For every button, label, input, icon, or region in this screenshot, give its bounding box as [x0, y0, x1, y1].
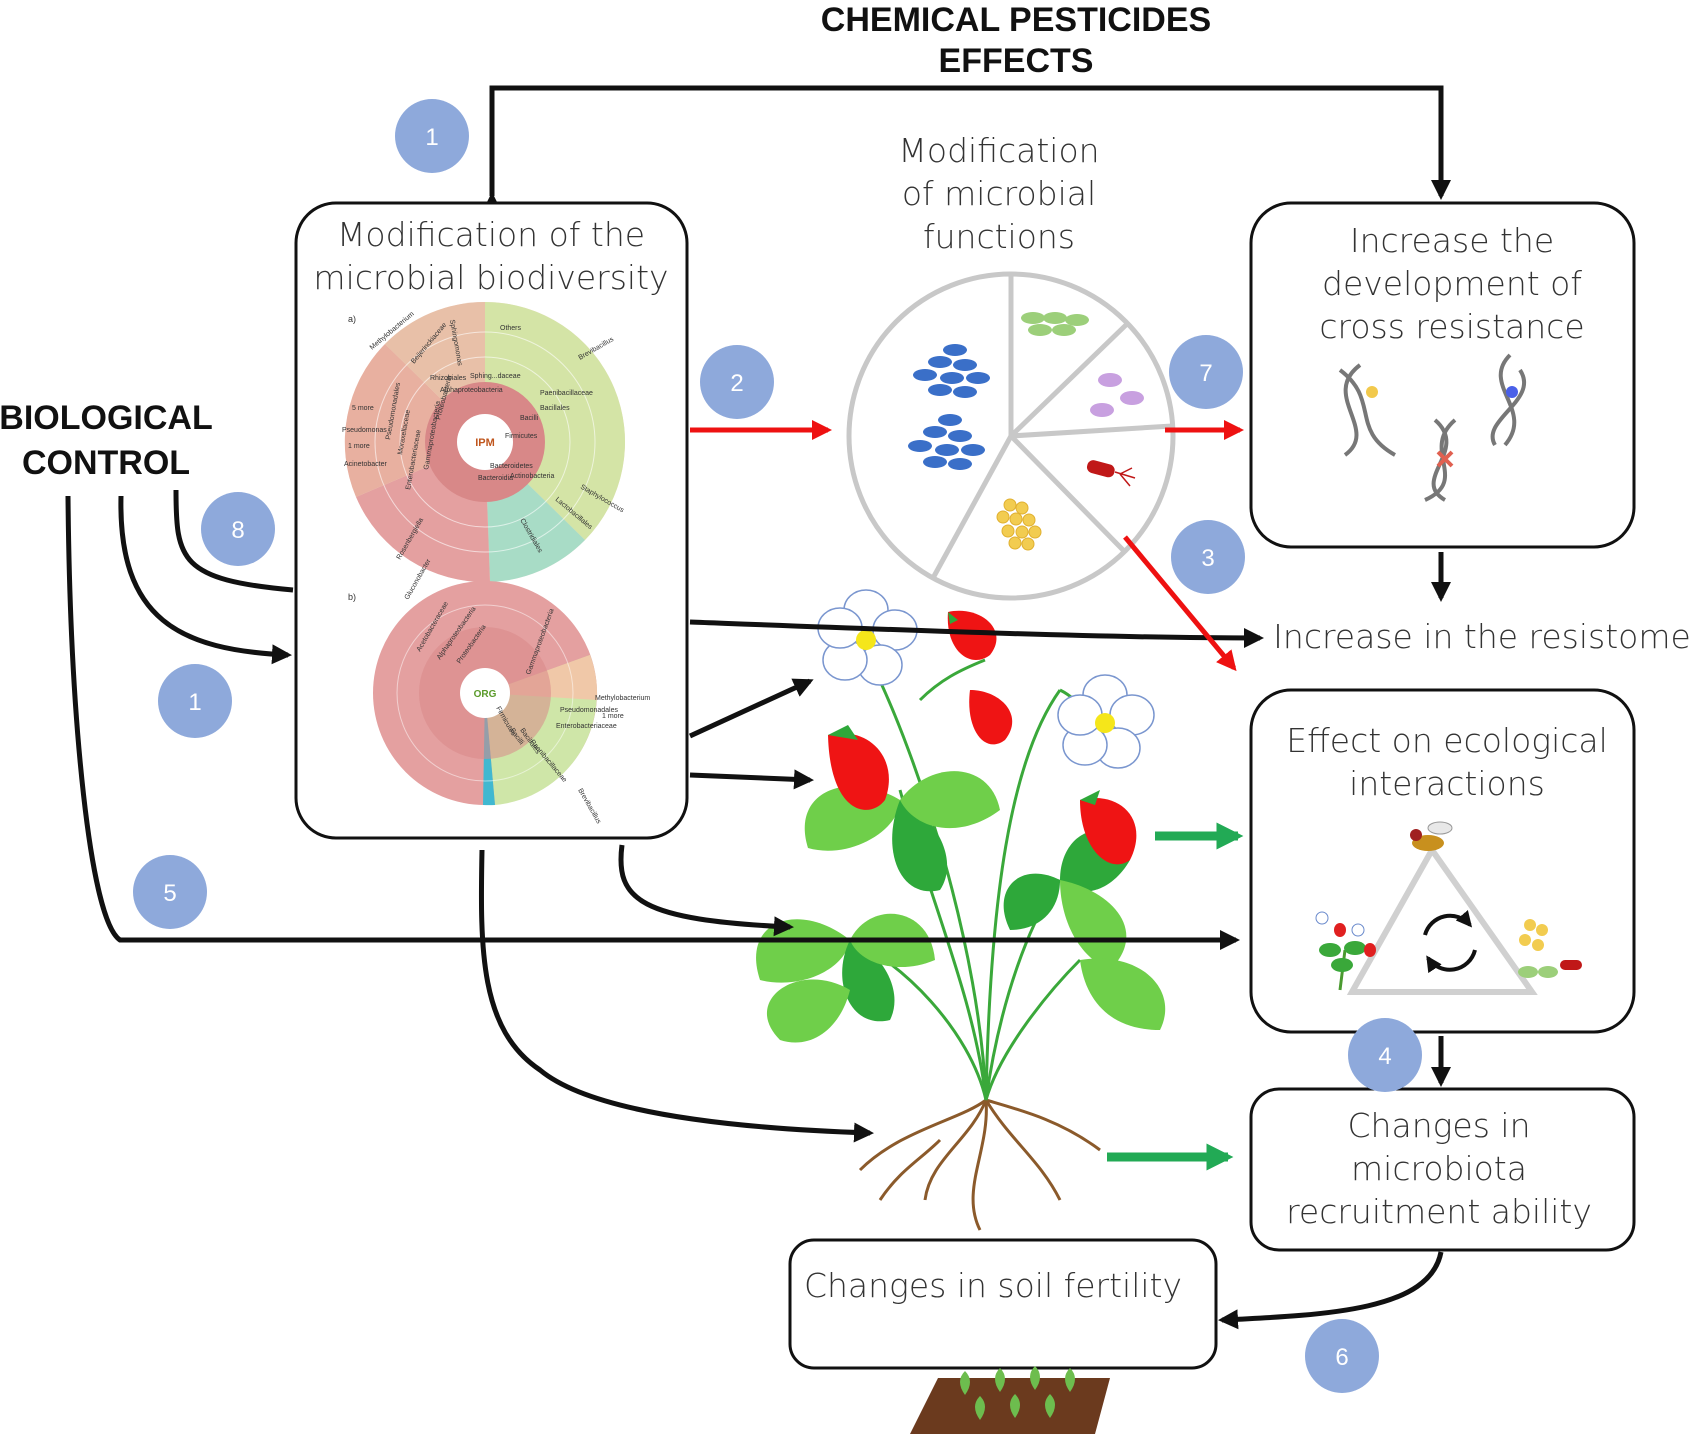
- krona-a-label-21: Bacteroidia: [478, 475, 513, 482]
- krona-a-label-22: Bacteroidetes: [490, 463, 533, 470]
- recruitment-box: Changes in microbiota recruitment abilit…: [1249, 1087, 1636, 1252]
- strawberry-plant-illustration: [756, 589, 1166, 1231]
- functions-title-line-3: functions: [923, 217, 1075, 256]
- flower-icon: [817, 589, 918, 686]
- plant-roots: [858, 1098, 1101, 1231]
- fly-icon: [1410, 821, 1453, 851]
- svg-text:7: 7: [1199, 360, 1212, 387]
- cross-resistance-box: Increase the development of cross resist…: [1249, 201, 1636, 549]
- krona-b-label-8: Enterobacteriaceae: [556, 723, 617, 730]
- mutation-cross-icon: [1436, 450, 1454, 468]
- resistome-label: Increase in the resistome: [1273, 617, 1691, 656]
- green-cells-icon: [1021, 312, 1089, 336]
- biological-control-line-1: BIOLOGICAL: [0, 399, 213, 437]
- krona-a-label-13: 5 more: [352, 405, 374, 412]
- krona-center-org: ORG: [474, 689, 497, 700]
- krona-a-label-8: Paenibacillaceae: [540, 390, 593, 397]
- mini-plant-icon: [1315, 911, 1376, 991]
- flower-icon-2: [1057, 674, 1155, 769]
- krona-a-label-2: Rhizobiales: [430, 375, 467, 382]
- svg-text:3: 3: [1201, 545, 1214, 572]
- purple-bacteria-icon: [1090, 373, 1144, 417]
- cross-resistance-line-3: cross resistance: [1319, 307, 1584, 346]
- svg-text:8: 8: [231, 517, 244, 544]
- blue-bacteria-icon: [908, 344, 990, 470]
- recruitment-line-3: recruitment ability: [1286, 1192, 1592, 1231]
- krona-b-label-7: Pseudomonadales: [560, 707, 618, 714]
- microbial-functions-group: Modification of microbial functions: [846, 131, 1176, 601]
- functions-title-line-1: Modification: [898, 131, 1099, 170]
- svg-text:4: 4: [1378, 1043, 1391, 1070]
- svg-text:6: 6: [1335, 1344, 1348, 1371]
- yellow-cocci-icon: [996, 498, 1042, 551]
- badge-6: 6: [1305, 1319, 1379, 1393]
- recruitment-line-2: microbiota: [1351, 1149, 1527, 1188]
- svg-text:2: 2: [730, 370, 743, 397]
- cycle-arrows-icon: [1423, 910, 1477, 974]
- cross-resistance-line-2: development of: [1322, 264, 1582, 303]
- krona-b-label-6: 1 more: [602, 713, 624, 720]
- green-arrows: [1107, 822, 1244, 1171]
- red-arrows: [690, 420, 1244, 672]
- krona-a-label-6: Others: [500, 325, 522, 332]
- biodiversity-title-line-1: Modification of the: [337, 215, 645, 254]
- badge-1-left: 1: [158, 664, 232, 738]
- biological-control-label: BIOLOGICAL CONTROL: [0, 399, 213, 482]
- krona-panel-b-label: b): [348, 592, 356, 602]
- strawberry-icon: [828, 610, 1137, 865]
- krona-a-label-9: Bacilli: [520, 415, 539, 422]
- number-badges: 1 2 7 8 3 1 5 4 6: [133, 99, 1422, 1393]
- svg-text:5: 5: [163, 880, 176, 907]
- ecological-interactions-box: Effect on ecological interactions: [1249, 688, 1636, 1034]
- interaction-triangle: [1346, 844, 1538, 995]
- cross-resistance-line-1: Increase the: [1350, 221, 1554, 260]
- functions-title-line-2: of microbial: [902, 174, 1096, 213]
- title-line-2: EFFECTS: [939, 42, 1094, 80]
- badge-2: 2: [700, 345, 774, 419]
- title-line-1: CHEMICAL PESTICIDES: [821, 1, 1211, 39]
- badge-5: 5: [133, 855, 207, 929]
- biodiversity-box: Modification of the microbial biodiversi…: [294, 201, 689, 840]
- biodiversity-title-line-2: microbial biodiversity: [313, 258, 668, 297]
- badge-7: 7: [1169, 335, 1243, 409]
- krona-a-label-11: Bacillales: [540, 405, 570, 412]
- badge-3: 3: [1171, 520, 1245, 594]
- ecological-line-1: Effect on ecological: [1286, 721, 1608, 760]
- ecological-line-2: interactions: [1349, 764, 1545, 803]
- krona-a-label-10: Firmicutes: [505, 433, 538, 440]
- soil-fertility-box: Changes in soil fertility: [788, 1238, 1218, 1370]
- krona-center-ipm: IPM: [475, 437, 495, 449]
- badge-4: 4: [1348, 1018, 1422, 1092]
- krona-a-label-5: Sphing...daceae: [470, 373, 521, 380]
- recruitment-line-1: Changes in: [1348, 1106, 1531, 1145]
- krona-a-label-24: Actinobacteria: [510, 473, 554, 480]
- mutation-yellow-icon: [1366, 386, 1378, 398]
- mutation-blue-icon: [1506, 386, 1518, 398]
- krona-panel-a-label: a): [348, 314, 356, 324]
- soil-seedlings-icon: [910, 1366, 1110, 1434]
- svg-text:1: 1: [425, 124, 438, 151]
- krona-chart-a: a) IPM Methylobacterium Beijerinckiaceae…: [342, 302, 625, 583]
- biological-control-line-2: CONTROL: [22, 444, 190, 482]
- black-arrows: [65, 489, 1451, 1330]
- krona-a-label-3: Alphaproteobacteria: [440, 387, 503, 394]
- soil-fertility-label: Changes in soil fertility: [804, 1266, 1182, 1305]
- top-bracket-arrow: [482, 85, 1451, 212]
- svg-text:1: 1: [188, 689, 201, 716]
- diagram-title: CHEMICAL PESTICIDES EFFECTS: [821, 1, 1211, 80]
- badge-8: 8: [201, 492, 275, 566]
- badge-1-top: 1: [395, 99, 469, 173]
- red-bacterium-icon: [1086, 460, 1136, 487]
- krona-a-label-14: 1 more: [348, 443, 370, 450]
- krona-chart-b: b) ORG Gluconobacter Acetobacteraceae Al…: [348, 557, 650, 825]
- krona-a-label-12: Pseudomonas: [342, 427, 387, 434]
- krona-a-label-15: Acinetobacter: [344, 461, 387, 468]
- krona-b-label-5: Methylobacterium: [595, 695, 650, 702]
- mini-microbes-icon: [1518, 919, 1582, 978]
